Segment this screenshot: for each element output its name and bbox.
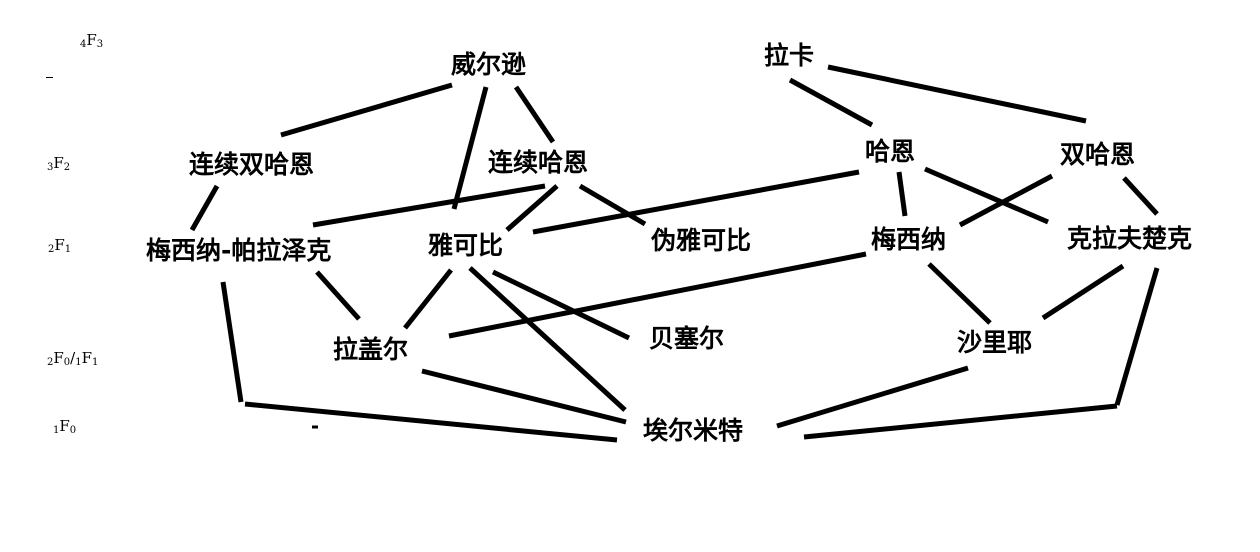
link-hahn-krawtchouk <box>924 166 1049 225</box>
node-krawtchouk: 克拉夫楚克 <box>1067 224 1193 253</box>
link-laka-double-hahn <box>827 64 1087 124</box>
link-hermite-bottom-left <box>244 401 618 443</box>
link-meixner-pollaczek-hermite <box>220 281 244 403</box>
link-wilson-jacobi <box>451 86 489 210</box>
node-continuous-dual-hahn: 连续双哈恩 <box>189 150 315 179</box>
level-label-3f2: 3F2 <box>47 154 71 173</box>
node-charlier: 沙里耶 <box>957 328 1033 357</box>
level-label-2f1: 2F1 <box>48 236 72 255</box>
link-jacobi-bessel <box>491 269 631 341</box>
link-laka-hahn <box>788 77 874 128</box>
node-meixner: 梅西纳 <box>871 225 947 254</box>
link-meixner-charlier <box>927 262 992 325</box>
link-double-hahn-krawtchouk <box>1122 176 1159 216</box>
link-charlier-hermite <box>776 365 969 429</box>
node-meixner-pollaczek: 梅西纳-帕拉泽克 <box>146 236 332 265</box>
node-wilson: 威尔逊 <box>451 50 527 79</box>
link-meixner-laguerre <box>448 251 867 339</box>
node-hermite: 埃尔米特 <box>643 416 744 445</box>
link-jacobi-laguerre <box>403 268 453 330</box>
node-laguerre: 拉盖尔 <box>333 335 409 364</box>
node-jacobi: 雅可比 <box>428 231 504 260</box>
link-krawtchouk-charlier <box>1041 263 1125 321</box>
link-meixner-pollaczek-laguerre <box>315 270 361 321</box>
link-cont-hahn-jacobi <box>505 184 559 232</box>
level-label-2f0-1f1: 2F0/1F1 <box>47 349 99 368</box>
link-hermite-bottom-right <box>803 403 1118 440</box>
node-racah: 拉卡 <box>764 41 815 70</box>
node-bessel: 贝塞尔 <box>649 324 725 353</box>
link-laguerre-hermite <box>421 368 627 425</box>
level-label-1f0: 1F0 <box>53 417 77 436</box>
link-hahn-jacobi <box>532 169 860 235</box>
link-wilson-cont-double-hahn <box>280 82 453 138</box>
node-continuous-hahn: 连续哈恩 <box>488 148 589 177</box>
link-wilson-cont-hahn <box>513 85 556 144</box>
level-label-4f3: 4F3 <box>80 31 104 50</box>
link-jacobi-hermite <box>468 266 627 412</box>
link-cont-hahn-pseudo-jacobi <box>578 183 647 227</box>
link-cont-hahn-meixner-pollaczek <box>312 183 546 228</box>
node-pseudo-jacobi: 伪雅可比 <box>651 226 752 255</box>
link-krawtchouk-hermite <box>1114 267 1160 406</box>
link-double-hahn-meixner <box>958 173 1054 228</box>
link-hahn-meixner <box>896 171 908 217</box>
link-cont-double-hahn-meixner-pollaczek <box>189 184 220 232</box>
node-dual-hahn: 双哈恩 <box>1060 140 1136 169</box>
node-hahn: 哈恩 <box>865 137 916 166</box>
